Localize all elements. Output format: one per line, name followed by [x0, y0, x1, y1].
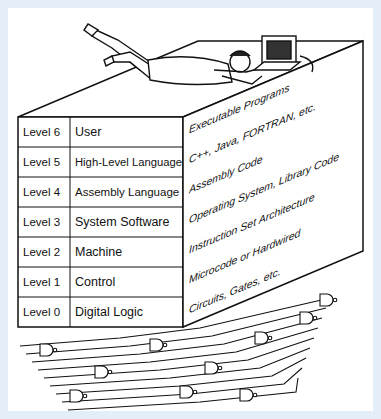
- logic-gate: [95, 366, 108, 378]
- wire: [50, 348, 310, 386]
- level-name: Machine: [75, 245, 122, 259]
- logic-gate: [70, 390, 83, 402]
- level-number-text: Level 6: [23, 126, 60, 138]
- level-name-text: System Software: [75, 215, 169, 229]
- level-name-text: Machine: [75, 245, 122, 259]
- level-name: System Software: [75, 215, 169, 229]
- gate-bubble: [253, 393, 257, 397]
- head: [230, 52, 250, 72]
- row-divider: [18, 267, 183, 268]
- monitor: [262, 36, 296, 64]
- level-name-text: High-Level Language: [75, 156, 182, 168]
- level-name: Assembly Language: [75, 186, 179, 198]
- row-divider: [18, 237, 183, 238]
- gate-bubble: [83, 394, 87, 398]
- wire: [38, 328, 318, 370]
- level-number: Level 4: [23, 186, 60, 198]
- level-number: Level 0: [23, 306, 60, 318]
- gate-bubble: [193, 390, 197, 394]
- row-lines: [18, 117, 183, 327]
- level-number: Level 1: [23, 276, 60, 288]
- level-name: User: [75, 125, 101, 139]
- wire: [26, 308, 326, 354]
- logic-gate: [150, 339, 163, 351]
- level-number-text: Level 4: [23, 186, 60, 198]
- level-name-text: Digital Logic: [75, 305, 143, 319]
- wire: [20, 298, 330, 346]
- column-divider: [70, 117, 71, 327]
- gate-bubble: [163, 343, 167, 347]
- shoe: [104, 56, 114, 66]
- gate-bubble: [108, 370, 112, 374]
- level-name: Control: [75, 275, 115, 289]
- logic-gate: [180, 386, 193, 398]
- level-number-text: Level 0: [23, 306, 60, 318]
- gate-bubble: [313, 316, 317, 320]
- logic-gate: [255, 332, 268, 344]
- row-divider: [18, 147, 183, 148]
- logic-gate: [320, 294, 333, 306]
- arm: [222, 76, 262, 84]
- computer: [254, 36, 313, 72]
- level-name: Digital Logic: [75, 305, 143, 319]
- level-number-text: Level 5: [23, 156, 60, 168]
- row-divider: [18, 177, 183, 178]
- level-name-text: Control: [75, 275, 115, 289]
- screen: [267, 41, 291, 59]
- panel: [8, 8, 373, 411]
- keyboard: [254, 62, 300, 70]
- level-number: Level 2: [23, 246, 60, 258]
- gate-bubble: [53, 348, 57, 352]
- person-figure: [84, 24, 262, 85]
- gate-bubble: [218, 366, 222, 370]
- level-number-text: Level 3: [23, 216, 60, 228]
- row-divider: [18, 297, 183, 298]
- level-number: Level 3: [23, 216, 60, 228]
- shoe: [84, 24, 98, 36]
- cable: [300, 56, 313, 72]
- level-number: Level 6: [23, 126, 60, 138]
- logic-gate: [300, 312, 313, 324]
- wire: [44, 338, 314, 378]
- row-divider: [18, 207, 183, 208]
- logic-gate: [40, 344, 53, 356]
- front-face: [18, 117, 183, 327]
- logic-gate: [240, 389, 253, 401]
- logic-gate: [205, 362, 218, 374]
- gate-bubble: [268, 336, 272, 340]
- circuit-drawing: [20, 294, 337, 410]
- level-number-text: Level 1: [23, 276, 60, 288]
- level-number-text: Level 2: [23, 246, 60, 258]
- gate-bubble: [333, 298, 337, 302]
- level-number: Level 5: [23, 156, 60, 168]
- hair: [230, 51, 250, 56]
- level-name-text: User: [75, 125, 101, 139]
- wire: [68, 378, 298, 410]
- level-name-text: Assembly Language: [75, 186, 179, 198]
- level-name: High-Level Language: [75, 156, 182, 168]
